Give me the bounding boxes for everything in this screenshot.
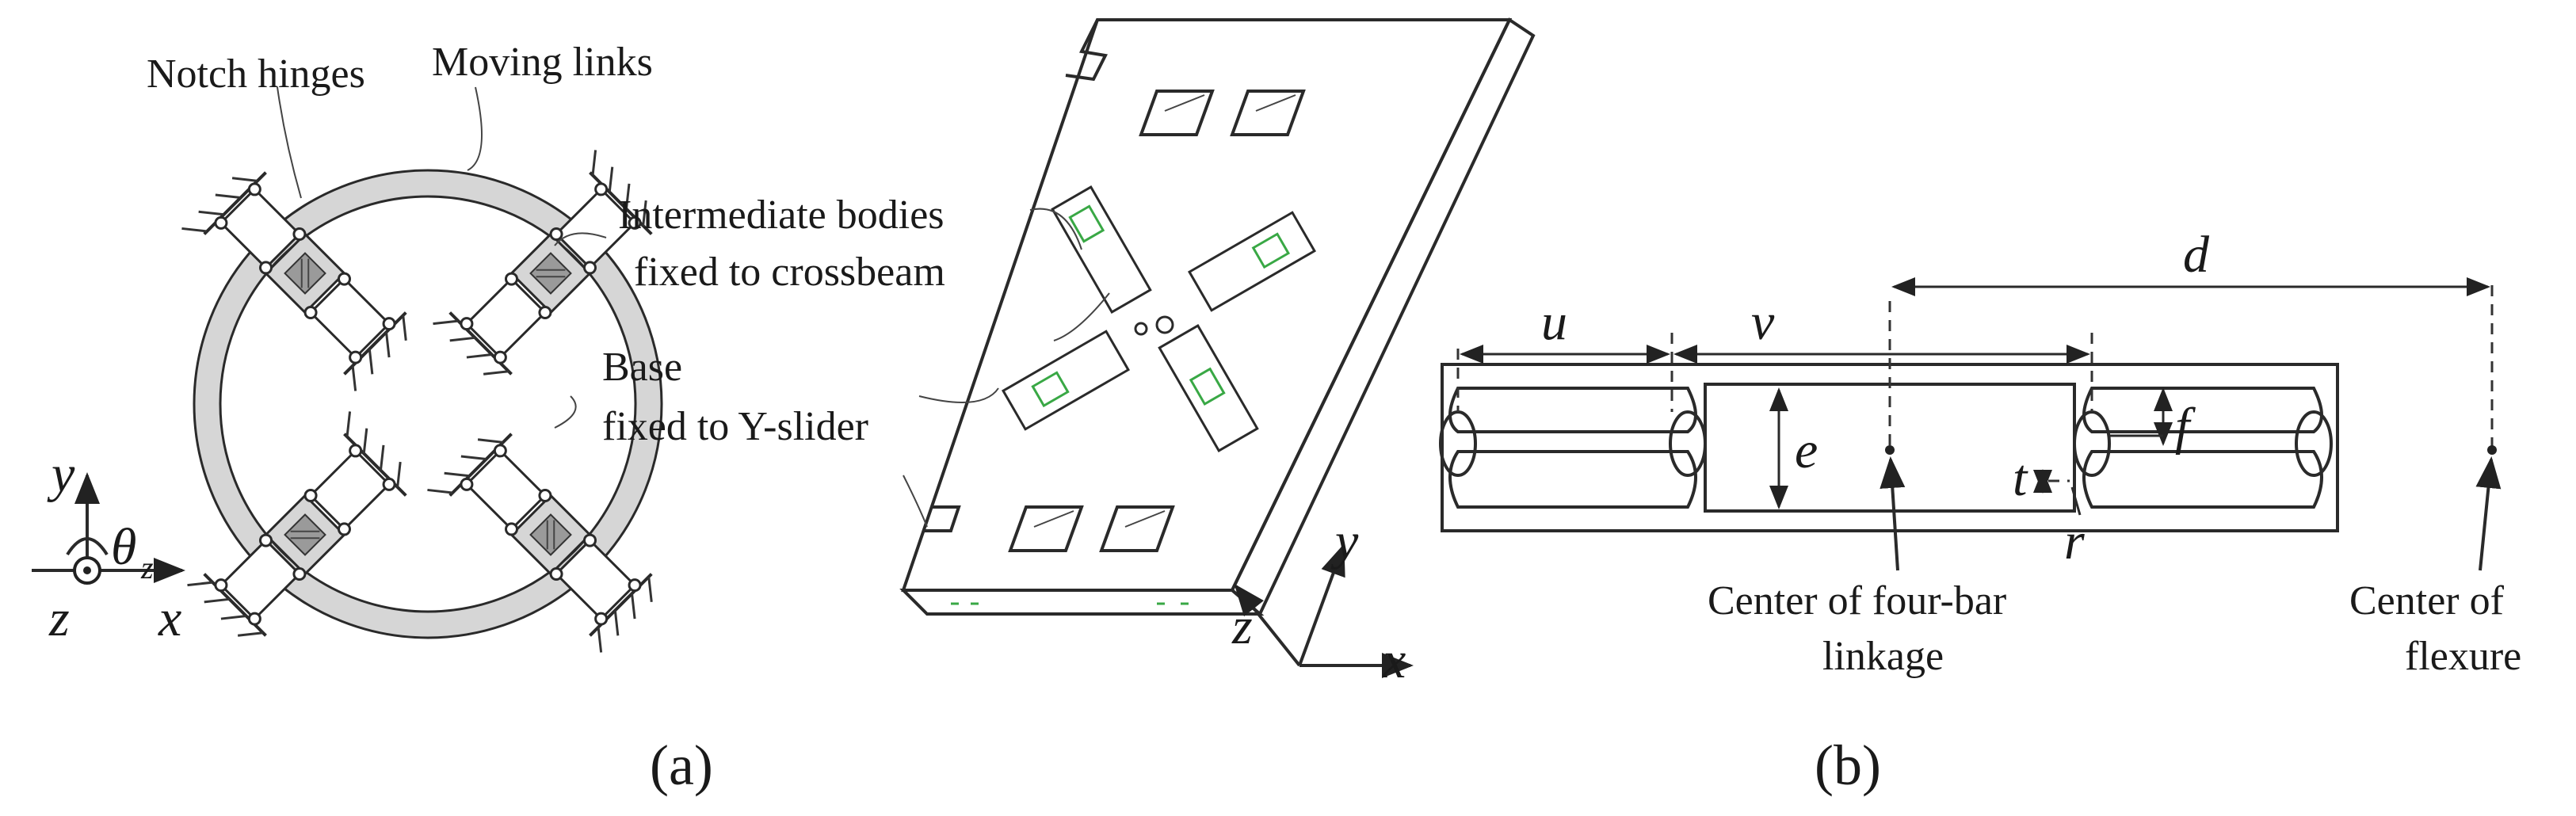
axis-y-left: y	[47, 445, 75, 503]
right-blade-pair	[2073, 387, 2333, 509]
symbol-u: u	[1541, 293, 1567, 351]
link-unit-top-left	[181, 171, 407, 391]
flexure-plate-3d: Intermediate bodies fixed to crossbeam B…	[602, 17, 1536, 617]
axis-theta-left: θ	[111, 518, 136, 576]
symbol-v: v	[1751, 293, 1775, 351]
link-unit-bottom-left	[187, 411, 407, 637]
leader-r	[2070, 486, 2082, 516]
pocket-squares	[1008, 90, 1306, 552]
axes-left: y θ z z x	[32, 445, 185, 647]
cross-flexure-arms	[1001, 185, 1317, 453]
leader-intermediate-2	[1053, 292, 1110, 341]
arrow-flexure-center	[2475, 456, 2502, 571]
label-intermediate-line1: Intermediate bodies	[618, 193, 945, 238]
plate-side-face	[1230, 17, 1536, 617]
left-blade-pair	[1439, 387, 1707, 509]
label-center-flexure-line1: Center of	[2349, 578, 2505, 623]
ring-flexure-schematic: Notch hinges Moving links	[147, 40, 663, 653]
leader-base-notch	[903, 475, 928, 528]
axis-theta-subscript: z	[140, 550, 154, 585]
label-notch-hinges: Notch hinges	[147, 51, 365, 97]
leader-intermediate-left	[554, 232, 607, 246]
label-base-line1: Base	[602, 345, 682, 390]
notch-top	[1065, 19, 1108, 82]
leader-moving-links	[467, 86, 483, 171]
label-center-flexure-line2: flexure	[2405, 634, 2521, 679]
leader-base-left	[554, 395, 577, 429]
symbol-e: e	[1795, 421, 1818, 479]
link-unit-top-right	[433, 150, 653, 376]
label-center-linkage-line1: Center of four-bar	[1708, 578, 2006, 623]
symbol-t: t	[2013, 449, 2028, 507]
label-moving-links: Moving links	[432, 40, 653, 85]
axis-z-left: z	[48, 589, 70, 647]
caption-b: (b)	[1815, 734, 1881, 797]
flexure-center-dot	[2487, 445, 2497, 455]
axes-right: y z x	[1231, 513, 1414, 689]
arrow-linkage-center	[1880, 456, 1906, 571]
axis-z-right: z	[1231, 597, 1253, 655]
symbol-d: d	[2183, 226, 2210, 284]
link-unit-bottom-right	[427, 433, 653, 653]
label-base-line2: fixed to Y-slider	[602, 404, 868, 449]
notch-bottom	[923, 505, 961, 532]
axis-y-right: y	[1330, 513, 1359, 570]
axis-x-right: x	[1382, 631, 1406, 689]
symbol-r: r	[2064, 513, 2085, 570]
symbol-f: f	[2175, 398, 2196, 456]
caption-a: (a)	[650, 734, 713, 797]
four-bar-section: u v d e f t r Center of four-bar linkage…	[1439, 226, 2521, 679]
label-intermediate-line2: fixed to crossbeam	[634, 250, 945, 295]
leader-base-plate	[918, 387, 999, 403]
linkage-center-dot	[1885, 445, 1895, 455]
leader-notch-hinges	[277, 86, 302, 199]
plate-front-face	[899, 589, 1265, 616]
middle-cavity	[1704, 383, 2076, 513]
leader-intermediate	[1029, 208, 1082, 250]
label-center-linkage-line2: linkage	[1822, 634, 1944, 679]
axis-x-left: x	[158, 589, 181, 647]
